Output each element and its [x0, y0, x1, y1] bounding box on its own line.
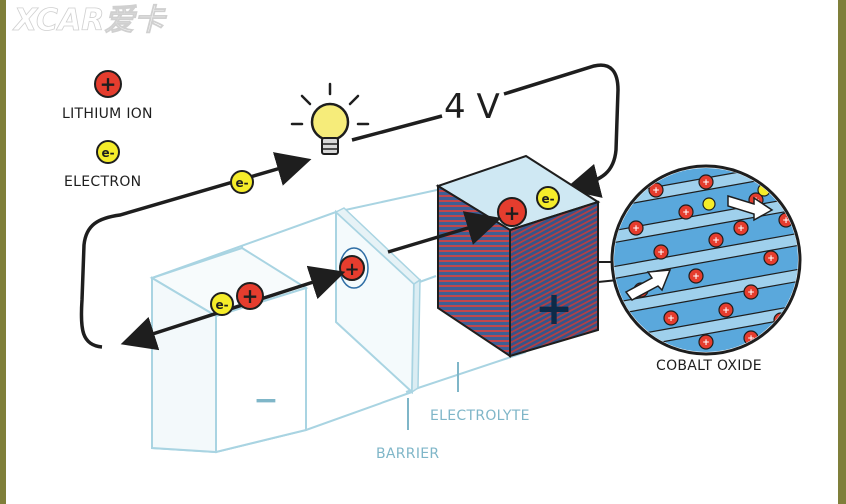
svg-text:+: +	[504, 201, 521, 225]
barrier-membrane	[334, 207, 422, 395]
circuit-wire-left	[79, 152, 312, 349]
watermark-logo: XCAR爱卡	[12, 3, 167, 38]
voltage-label: 4 V	[444, 87, 500, 127]
svg-text:+: +	[722, 306, 730, 316]
arrow-icon	[702, 183, 774, 222]
svg-text:+: +	[632, 224, 640, 234]
svg-text:+: +	[702, 338, 710, 348]
svg-text:e-: e-	[235, 176, 248, 190]
svg-text:+: +	[692, 272, 700, 282]
arrow-icon	[624, 269, 672, 301]
negative-sign: −	[253, 383, 278, 418]
circuit-wire-right	[351, 114, 443, 142]
cobalt-oxide-label: COBALT OXIDE	[656, 358, 762, 374]
svg-text:+: +	[747, 288, 755, 298]
legend-lithium-ion-label: LITHIUM ION	[62, 106, 153, 122]
wire-electron: e-	[230, 170, 254, 194]
cathode-block: +	[435, 154, 601, 358]
svg-text:+: +	[242, 284, 259, 308]
svg-text:+: +	[657, 248, 665, 258]
anode-block: −	[149, 246, 309, 454]
svg-text:+: +	[712, 236, 720, 246]
svg-text:+: +	[737, 224, 745, 234]
ion-path-arrow-cathode	[387, 211, 502, 254]
svg-text:e-: e-	[101, 146, 114, 160]
cobalt-oxide-magnified-view: +++ ++++ +++ +++ +++ ++	[610, 164, 802, 356]
barrier-label: BARRIER	[376, 446, 439, 462]
svg-text:e-: e-	[541, 192, 554, 206]
svg-text:+: +	[652, 186, 660, 196]
electron-anode: e-	[210, 292, 234, 316]
light-bulb-icon	[290, 82, 370, 155]
electrolyte-label: ELECTROLYTE	[430, 408, 530, 424]
circuit-wire-top	[503, 63, 620, 198]
diagram-canvas: XCAR爱卡 + LITHIUM ION e- ELECTRON 4 V	[12, 3, 802, 462]
svg-text:+: +	[767, 254, 775, 264]
lithium-ion-icon: +	[94, 70, 122, 98]
svg-text:+: +	[682, 208, 690, 218]
svg-text:+: +	[667, 314, 675, 324]
svg-text:+: +	[100, 72, 117, 96]
lithium-ion-cathode: +	[497, 197, 527, 227]
electron-cathode: e-	[536, 186, 560, 210]
legend: + LITHIUM ION e- ELECTRON	[62, 70, 153, 190]
svg-text:+: +	[344, 259, 359, 280]
svg-text:+: +	[747, 334, 755, 344]
svg-text:e-: e-	[215, 298, 228, 312]
legend-electron-label: ELECTRON	[64, 174, 141, 190]
lithium-ion-barrier: +	[339, 255, 365, 281]
lithium-ion-anode: +	[236, 282, 264, 310]
svg-text:+: +	[782, 216, 790, 226]
battery-diagram: XCAR爱卡 + LITHIUM ION e- ELECTRON 4 V	[6, 0, 838, 504]
electron-icon: e-	[96, 140, 120, 164]
positive-sign: +	[535, 281, 574, 335]
svg-text:+: +	[702, 178, 710, 188]
